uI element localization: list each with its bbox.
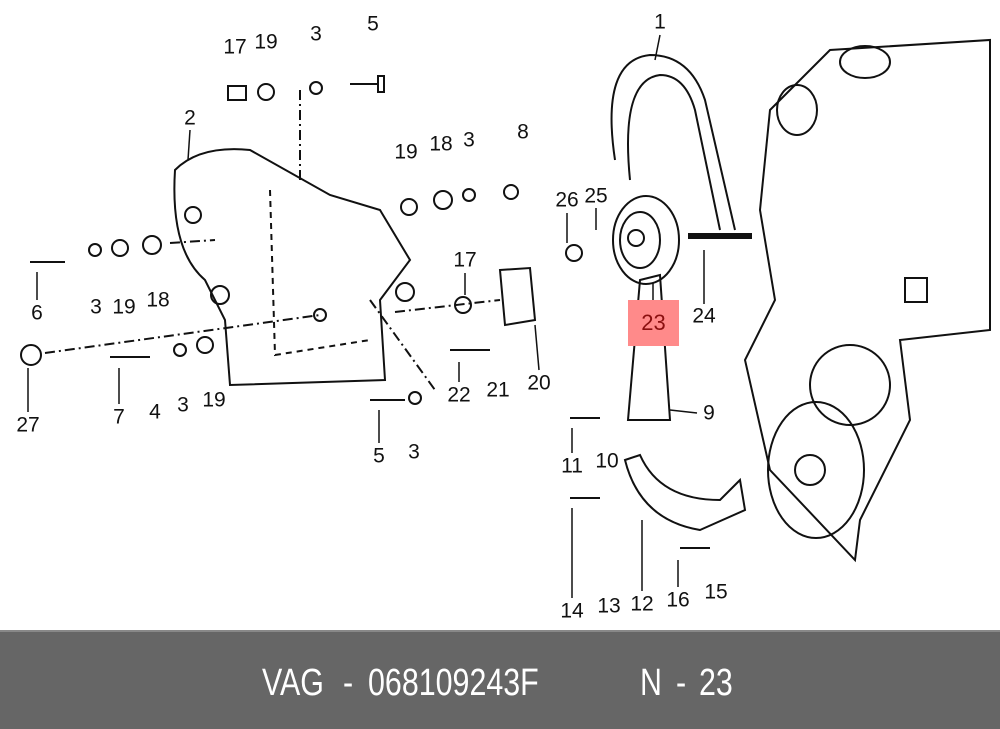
timing-belt-drawing (610, 53, 736, 231)
nut-part (565, 244, 583, 262)
callout-label: 21 (486, 378, 510, 402)
callout-label: 6 (31, 301, 43, 325)
plug-part (20, 344, 42, 366)
timing-belt-diagram (20, 34, 991, 598)
brand-label: VAG (262, 662, 324, 704)
callout-label: 3 (310, 22, 322, 46)
highlighted-part-label: 23 (628, 300, 679, 346)
engine-block-drawing (743, 38, 991, 563)
callout-label: 20 (527, 371, 551, 395)
callout-label: 3 (408, 440, 420, 464)
separator: - (343, 662, 354, 704)
tensioner-pulley-drawing (612, 195, 680, 285)
callout-label: 3 (90, 295, 102, 319)
separator: - (676, 662, 687, 704)
callout-label: 14 (560, 599, 584, 623)
callout-label: 24 (692, 304, 716, 328)
belt-cover-drawing (173, 148, 412, 387)
belt-cover-inner (269, 189, 371, 357)
callout-label: 3 (177, 393, 189, 417)
callout-label: 18 (146, 288, 170, 312)
position-prefix: N (640, 662, 662, 704)
callout-label: 3 (463, 128, 475, 152)
callout-label: 19 (112, 295, 136, 319)
callout-label: 7 (113, 405, 125, 429)
callout-label: 19 (202, 388, 226, 412)
callout-label: 12 (630, 592, 654, 616)
callout-label: 16 (666, 588, 690, 612)
callout-label: 26 (555, 188, 579, 212)
callout-label: 11 (561, 454, 583, 478)
callout-label: 13 (597, 594, 621, 618)
callout-label: 1 (654, 10, 666, 34)
callout-label: 10 (595, 449, 619, 473)
callout-label: 18 (429, 132, 453, 156)
callout-label: 5 (367, 12, 379, 36)
callout-label: 5 (373, 444, 385, 468)
callout-label: 22 (447, 383, 471, 407)
callout-label: 15 (704, 580, 728, 604)
callout-label: 25 (584, 184, 608, 208)
callout-label: 4 (149, 400, 161, 424)
callout-label: 27 (16, 413, 40, 437)
callout-label: 8 (517, 120, 529, 144)
callout-label: 2 (184, 106, 196, 130)
callout-label: 19 (254, 30, 278, 54)
callout-label: 17 (223, 35, 247, 59)
callout-label: 17 (453, 248, 477, 272)
callout-label: 19 (394, 140, 418, 164)
part-number: 068109243F (368, 662, 539, 704)
part-info-footer (0, 630, 1000, 729)
callout-label: 9 (703, 401, 715, 425)
position-number: 23 (699, 662, 733, 704)
